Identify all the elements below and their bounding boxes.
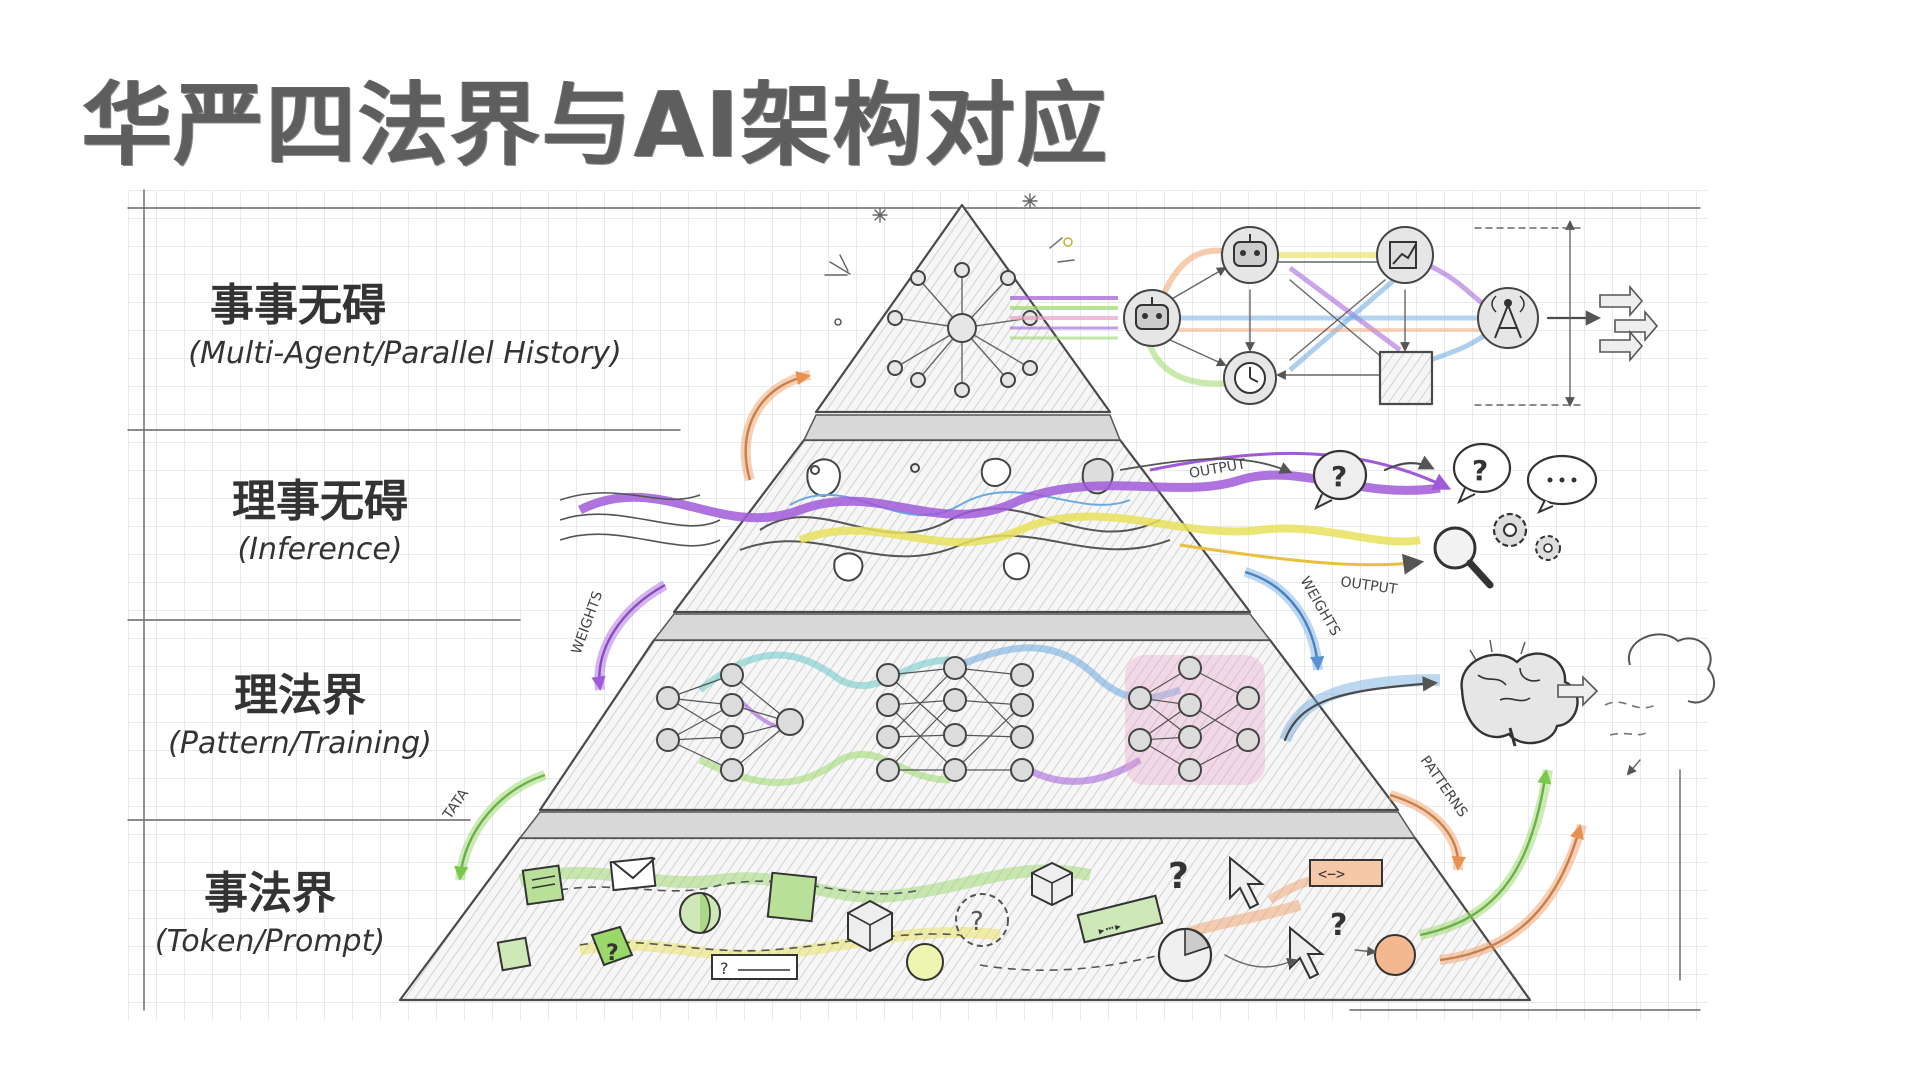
weights-label-left: WEIGHTS [569,589,607,656]
robot-icon [1221,226,1279,284]
arrow-up-tier1 [744,371,811,481]
tier-label-2: 理事无碍 (Inference) [170,474,470,570]
arrow-up-right-green [1419,769,1552,937]
brain-icon [1604,633,1715,776]
arrow-patterns-right [1389,793,1466,871]
input-field-icon: ? [711,954,798,980]
blueprint-frame [127,189,1701,1011]
svg-text:▸⋯▸: ▸⋯▸ [1096,918,1124,940]
cube-icon [847,899,893,953]
svg-text:?: ? [1472,454,1488,487]
data-label-left: TATA [440,786,473,823]
tier-2-title: 理事无碍 [232,476,408,527]
magnifier-icon [1433,526,1494,589]
arrow-up-right-orange [1439,824,1584,962]
tier-4-shape [398,811,1532,1002]
inference-streams [559,451,1452,575]
svg-text:?: ? [720,959,729,978]
tier-3-title: 理法界 [234,670,366,721]
question-bubble-icon: ? [1452,442,1512,505]
code-tag-icon: <−> [1309,859,1383,887]
chart-icon [1376,226,1434,284]
cube-icon [766,871,818,923]
sphere-icon [1374,934,1416,976]
tier-1-streams [1010,296,1118,340]
output-label-bottom: OUTPUT [1339,574,1398,598]
svg-text:?: ? [1168,856,1189,897]
arrow-weights-left [591,583,666,691]
tier-3-shape [538,613,1400,812]
envelope-icon [609,856,657,892]
tier-2-subtitle: (Inference) [237,532,403,567]
tier-label-4: 事法界 (Token/Prompt) [140,866,400,962]
cube-icon [496,936,532,972]
svg-text:?: ? [970,907,984,937]
brain-icon [1460,639,1579,747]
tier-1-subtitle: (Multi-Agent/Parallel History) [188,336,622,371]
tier-1-shape [814,193,1112,414]
antenna-icon [1477,287,1539,349]
sphere-icon [906,943,944,981]
speech-bubble-icon [1526,454,1598,514]
clock-icon [1223,351,1277,405]
puzzle-icon: ? [955,893,1009,947]
arrow-weights-right [1244,570,1325,671]
question-bubble-icon: ? [590,925,634,967]
cursor-icon [1229,855,1265,910]
server-box-icon [1378,350,1434,406]
question-mark-icon: ? ? [1168,856,1347,943]
tier-3-subtitle: (Pattern/Training) [168,726,432,761]
pie-chart-icon [1157,927,1213,983]
svg-text:?: ? [1331,460,1347,493]
document-icon [521,864,565,906]
agent-network [1123,220,1659,407]
tier-label-3: 理法界 (Pattern/Training) [150,668,450,764]
svg-text:<−>: <−> [1318,865,1345,883]
arrow-data-left [454,773,546,881]
tier-4-title: 事法界 [204,868,336,919]
neural-network [656,644,1265,786]
tier-4-subtitle: (Token/Prompt) [154,924,386,959]
question-bubble-icon: ? [1312,449,1368,511]
page-title: 华严四法界与AI架构对应 [82,73,1110,178]
tier-1-title: 事事无碍 [210,280,386,331]
gear-icon [1492,512,1561,561]
tier-label-1: 事事无碍 (Multi-Agent/Parallel History) [170,278,640,374]
svg-text:?: ? [606,941,619,966]
code-tag-icon: ▸⋯▸ [1076,894,1164,944]
svg-text:?: ? [1330,908,1347,943]
robot-icon [1123,289,1181,347]
cube-icon [1031,861,1073,907]
sphere-icon [679,892,721,934]
